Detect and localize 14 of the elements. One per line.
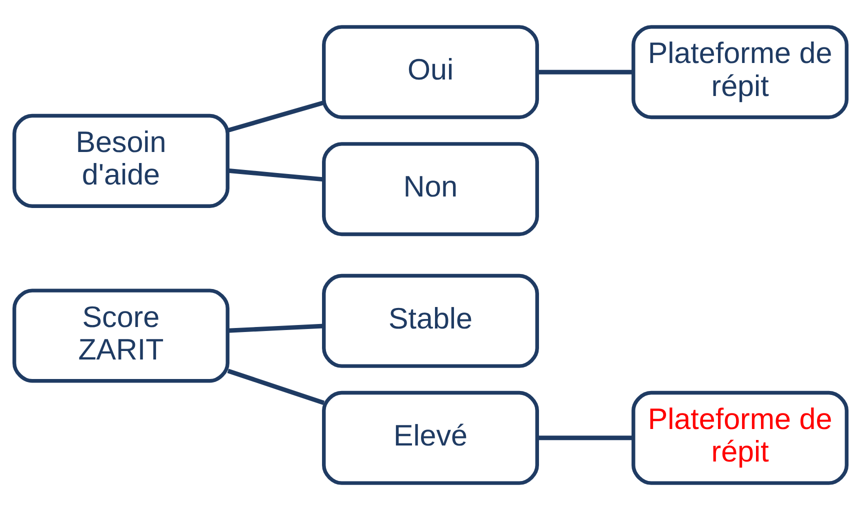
connector (227, 368, 325, 405)
node-box: Stable (322, 274, 539, 368)
connector (228, 324, 324, 333)
node-box: Besoin d'aide (12, 114, 230, 208)
connector (538, 70, 634, 74)
node-box: Score ZARIT (12, 288, 230, 383)
connector (538, 436, 634, 440)
node-box: Plateforme de répit (632, 390, 849, 485)
node-box: Elevé (322, 390, 539, 485)
connector (227, 100, 324, 133)
node-box: Oui (322, 25, 539, 120)
node-box: Non (322, 142, 539, 236)
connector (228, 168, 324, 182)
node-box: Plateforme de répit (632, 25, 849, 120)
